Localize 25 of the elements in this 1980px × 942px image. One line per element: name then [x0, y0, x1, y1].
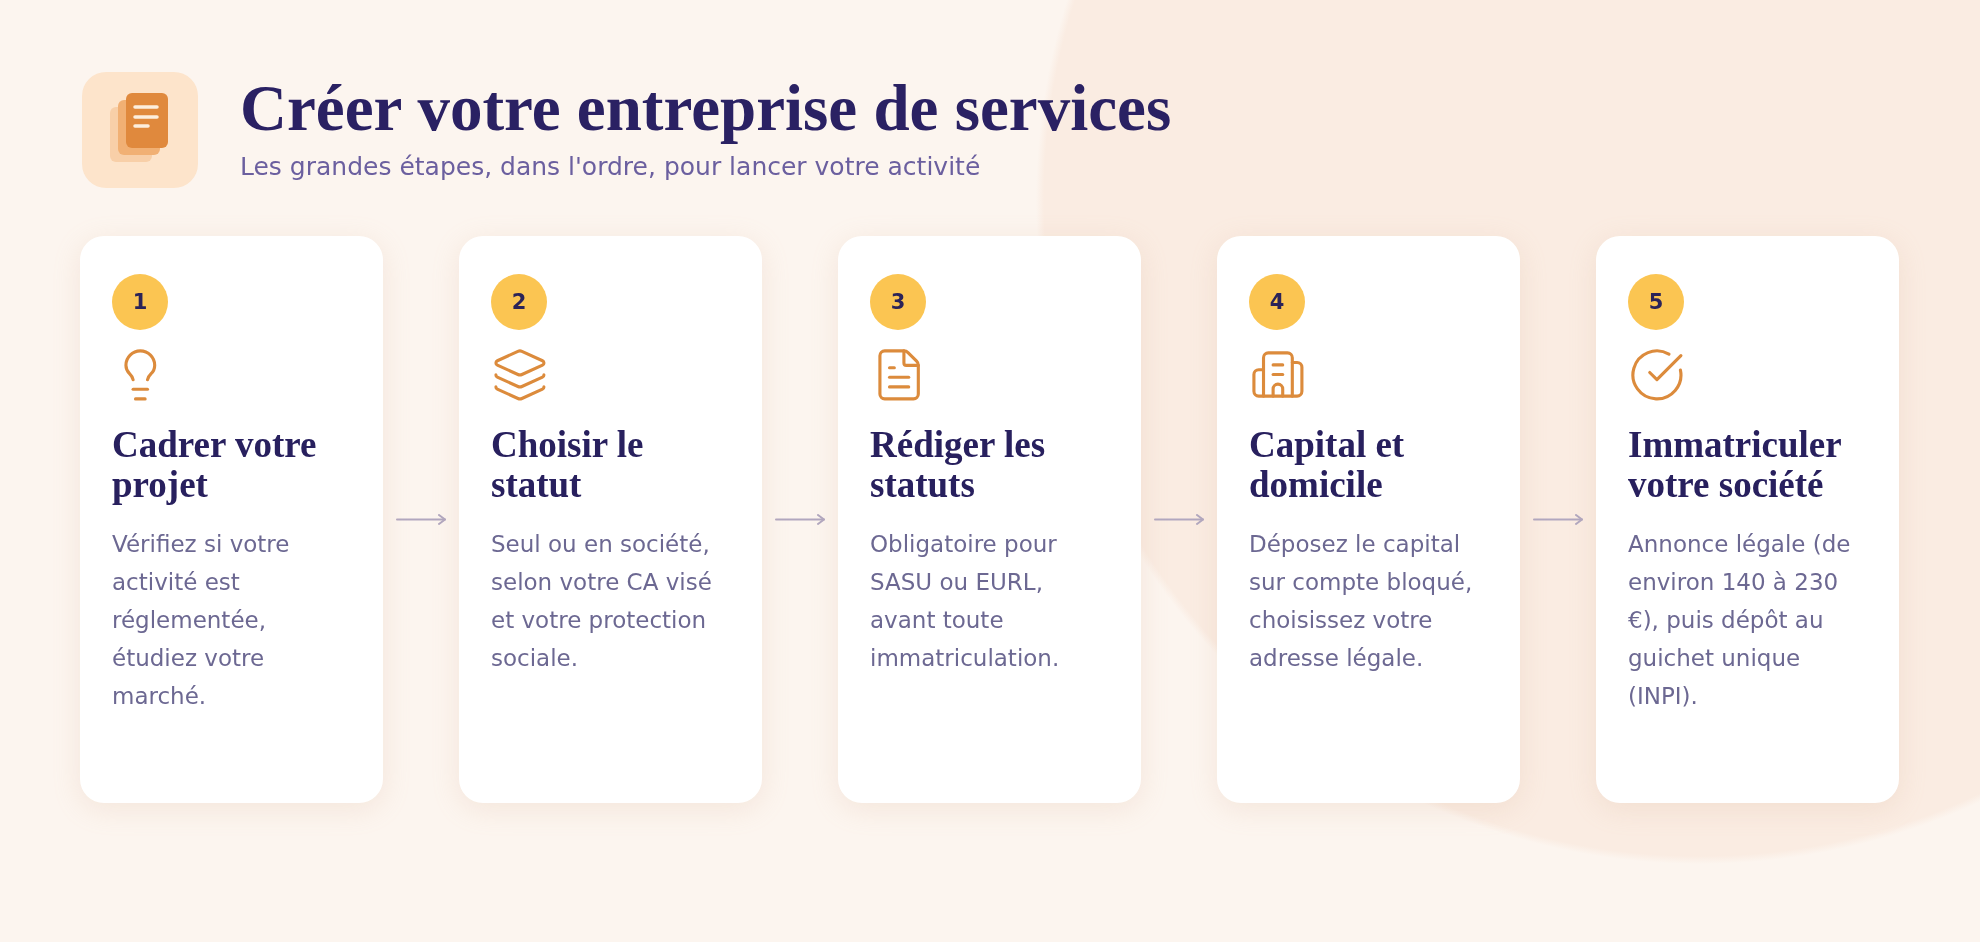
step-title: Immatriculer votre société: [1628, 425, 1843, 505]
step-title: Capital et domicile: [1249, 425, 1406, 505]
step-number: 3: [870, 274, 926, 330]
step-title: Cadrer votre projet: [112, 425, 318, 505]
step-number: 1: [112, 274, 168, 330]
step-card: [80, 236, 383, 803]
subtitle: Les grandes étapes, dans l'ordre, pour lancer votre activité: [240, 152, 982, 182]
arrow: [1533, 514, 1583, 525]
step-description: Annonce légale (de environ 140 à 230 €), puis dépôt au guichet unique (INPI).: [1628, 530, 1852, 711]
step-card: [459, 236, 762, 803]
step-title: Choisir le statut: [491, 425, 645, 505]
arrow: [1154, 514, 1204, 525]
arrow: [396, 514, 446, 525]
arrow: [775, 514, 825, 525]
step-number: 5: [1628, 274, 1684, 330]
step-number: 2: [491, 274, 547, 330]
step-number: 4: [1249, 274, 1305, 330]
step-description: Obligatoire pour SASU ou EURL, avant toute immatriculation.: [870, 530, 1061, 673]
step-title: Rédiger les statuts: [870, 425, 1047, 505]
step-description: Vérifiez si votre activité est réglementée, étudiez votre marché.: [112, 530, 291, 711]
step-card: [1217, 236, 1520, 803]
step-card: [838, 236, 1141, 803]
step-card: [1596, 236, 1899, 803]
step-description: Déposez le capital sur compte bloqué, choisissez votre adresse légale.: [1249, 530, 1474, 673]
step-description: Seul ou en société, selon votre CA visé et votre protection sociale.: [491, 530, 713, 673]
